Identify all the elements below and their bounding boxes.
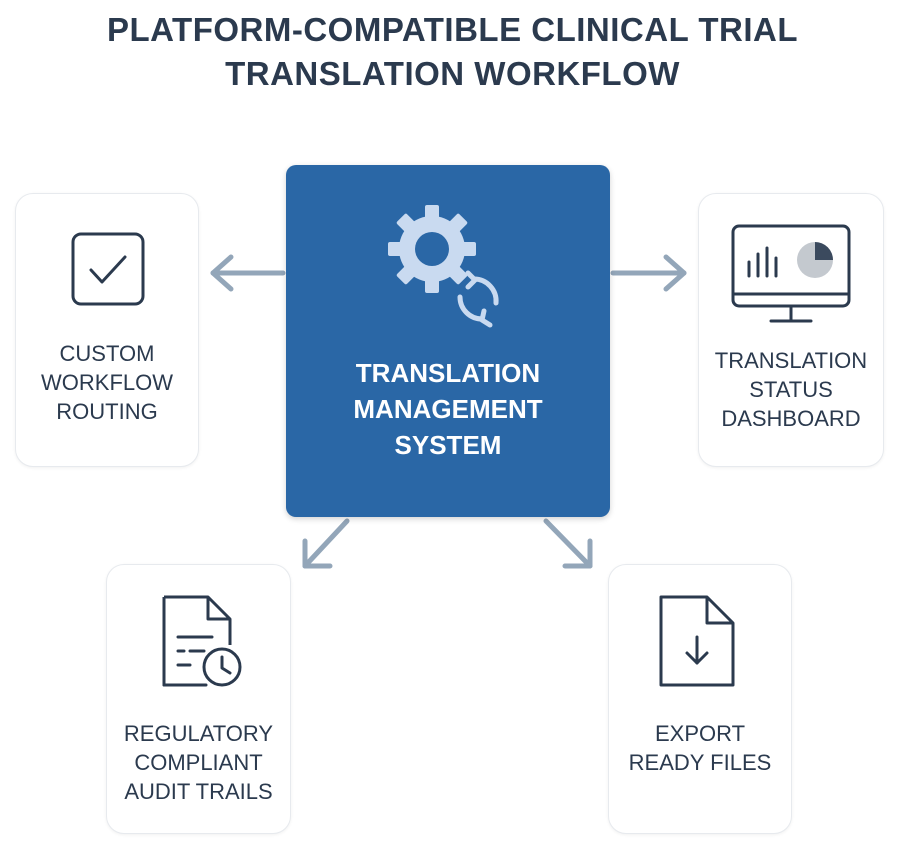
document-download-icon	[659, 595, 735, 687]
node-label: TRANSLATION STATUS DASHBOARD	[714, 348, 868, 431]
arrow-to-bottom-left-node	[302, 518, 350, 569]
center-label: TRANSLATION MANAGEMENT SYSTEM	[353, 358, 543, 460]
title-line-1: PLATFORM-COMPATIBLE CLINICAL TRIAL	[107, 11, 798, 48]
node-label: CUSTOM WORKFLOW ROUTING	[41, 341, 173, 424]
arrow-to-bottom-right-node	[543, 518, 593, 569]
center-translation-management-system: TRANSLATION MANAGEMENT SYSTEM	[286, 165, 610, 517]
node-label: REGULATORY COMPLIANT AUDIT TRAILS	[123, 721, 274, 804]
gear-sync-icon	[388, 205, 499, 328]
document-clock-icon	[162, 595, 242, 687]
node-regulatory-compliant-audit-trails: REGULATORY COMPLIANT AUDIT TRAILS	[106, 564, 291, 834]
checkbox-icon	[71, 232, 145, 306]
arrow-to-right-node	[610, 254, 687, 292]
monitor-chart-icon	[731, 224, 851, 323]
diagram-title: PLATFORM-COMPATIBLE CLINICAL TRIAL TRANS…	[0, 8, 905, 96]
node-label: EXPORT READY FILES	[628, 721, 772, 775]
arrow-to-left-node	[210, 254, 286, 292]
node-custom-workflow-routing: CUSTOM WORKFLOW ROUTING	[15, 193, 199, 467]
node-export-ready-files: EXPORT READY FILES	[608, 564, 792, 834]
node-translation-status-dashboard: TRANSLATION STATUS DASHBOARD	[698, 193, 884, 467]
title-line-2: TRANSLATION WORKFLOW	[225, 55, 680, 92]
